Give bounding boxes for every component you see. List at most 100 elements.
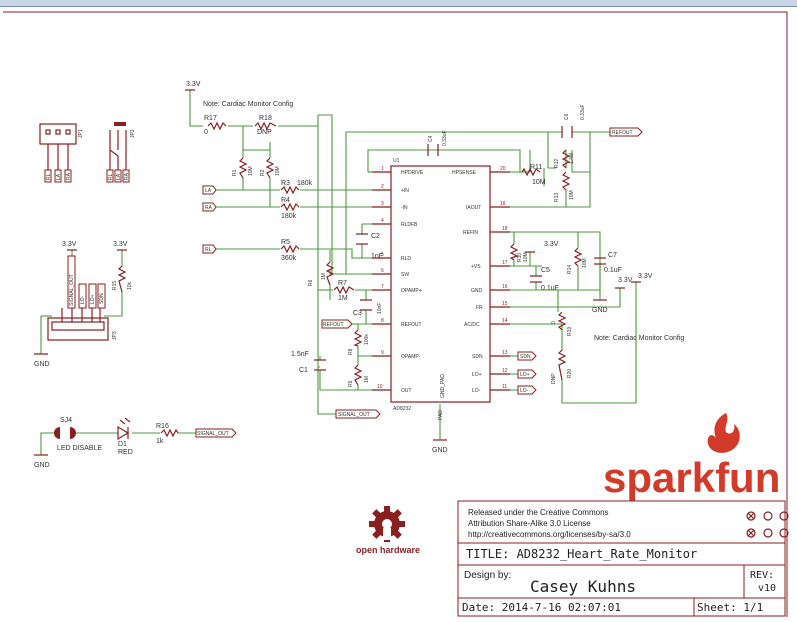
pin-left-4-name: SW (401, 272, 409, 278)
r19-ref: R19 (567, 327, 573, 336)
r11-val: 10M (532, 179, 546, 186)
r8-val: 100k (364, 334, 370, 345)
solder-jumper-right (70, 427, 76, 439)
gnd-label-right: GND (592, 307, 608, 314)
net-labels: LA RA RL REFOUT REFOUT SIGNAL_OUT SIGNAL… (195, 127, 643, 438)
vcc-label-top: 3.3V (186, 81, 201, 88)
jp2-ref: JP2 (130, 129, 136, 138)
pin-right-6-num: 12 (502, 368, 508, 374)
r1-val: 10M (248, 166, 254, 176)
r20-ref: R20 (567, 369, 573, 378)
rev-value: v10 (758, 583, 776, 594)
r10-ref: R10 (517, 253, 523, 262)
pin-right-0-num: 18 (502, 226, 508, 232)
pin-right-7-num: 11 (502, 384, 507, 390)
pin-left-4-num: 6 (381, 268, 384, 274)
note-cardiac-right: Note: Cardiac Monitor Config (594, 335, 684, 342)
ic-part: AD8232 (393, 406, 411, 412)
pin-right-1-num: 17 (502, 260, 508, 266)
pin-left-1-num: 3 (381, 201, 384, 207)
sj4-ref: SJ4 (60, 417, 72, 424)
c4-val: 0.33uF (442, 130, 448, 146)
license-line-1: Released under the Creative Commons (468, 508, 609, 517)
r17-ref: R17 (204, 115, 217, 122)
connector-jp2: JP2 RL LA RA (106, 122, 136, 183)
ic-ref: U1 (393, 158, 400, 164)
vcc-label-fr: 3.3V (618, 277, 633, 284)
pin-left-0-num: 2 (381, 184, 384, 190)
note-cardiac-top: Note: Cardiac Monitor Config (203, 101, 293, 108)
r9-val: 1M (364, 376, 370, 383)
pin-right-6-name: LO+ (472, 372, 482, 378)
c7-val: 0.1uF (604, 267, 622, 274)
r15-val: 10k (127, 281, 133, 290)
jp3-pin-0: SIGNAL_OUT (69, 274, 75, 306)
r12-val: 1.4M (569, 153, 575, 164)
gnd-label-jp3: GND (34, 361, 50, 368)
pin-left-7-num: 9 (381, 350, 384, 356)
jp2-pin-0: RL (108, 173, 114, 180)
vcc-label-jp3a: 3.3V (62, 241, 77, 248)
pin-left-6-num: 8 (381, 318, 384, 324)
net-la: LA (205, 188, 212, 194)
r16-val: 1k (156, 438, 164, 445)
pin-left-2-name: RLDFB (401, 222, 418, 228)
c2-ref: C2 (371, 233, 380, 240)
wires (40, 90, 637, 455)
r12-ref: R12 (554, 159, 560, 168)
r14-val: 10M (582, 258, 588, 268)
designer-name: Casey Kuhns (530, 577, 636, 596)
c5-val: 0.1uF (541, 285, 559, 292)
net-sdn: SDN (520, 354, 531, 360)
sheet-frame (3, 11, 788, 617)
pin-left-3-num: 5 (381, 252, 384, 258)
pin-left-1-name: -IN (401, 205, 408, 211)
jp3-pin-2: LO+ (90, 294, 96, 304)
flame-icon (707, 413, 740, 453)
jp3-ref: JP3 (112, 331, 118, 340)
r8-ref: R8 (348, 348, 354, 355)
jp1-ref: JP1 (78, 129, 84, 138)
supply-symbols: 3.3V 3.3V 3.3V 3.3V 3.3V 3.3V GND GND GN… (34, 81, 653, 469)
jp3-pin-3: SDN (99, 293, 105, 304)
design-by-label: Design by: (464, 570, 511, 581)
jp1-pin-2: RA (66, 172, 72, 180)
pin-right-4-num: 14 (502, 318, 508, 324)
led-disable-label: LED DISABLE (57, 445, 102, 452)
license-line-2: Attribution Share-Alike 3.0 License (468, 519, 591, 528)
c6-ref: C6 (564, 113, 570, 120)
pin-left-6-name: REFOUT (401, 322, 422, 328)
pin-1-num: 1 (381, 166, 384, 172)
window-top-strip (0, 0, 797, 6)
net-refout-top: REFOUT (612, 130, 633, 136)
pin-iaout: IAOUT (466, 205, 481, 211)
r20-val: DNP (551, 373, 557, 384)
r18-val: DNP (257, 129, 272, 136)
connector-jp1: JP1 RL LA RA (39, 123, 84, 183)
open-hardware-logo: open hardware (356, 506, 420, 555)
c7-ref: C7 (608, 252, 617, 259)
r6-val: 1M (321, 273, 327, 280)
r2-ref: R2 (260, 169, 266, 176)
pin-left-5-name: OPAMP+ (401, 288, 422, 294)
pin-right-0-name: REFIN (463, 230, 478, 236)
jp2-pin-2: RA (124, 172, 130, 180)
vcc-label-acdc: 3.3V (638, 273, 653, 280)
pin-right-3-name: FR (476, 305, 483, 311)
r13-ref: R13 (554, 193, 560, 202)
pin-right-2-name: GND (471, 288, 483, 294)
jp3-pin-1: LO- (80, 295, 86, 304)
r1-ref: R1 (232, 169, 238, 176)
c1-ref: C1 (299, 367, 308, 374)
r18-ref: R18 (259, 115, 272, 122)
net-lo-plus: LO+ (520, 372, 530, 378)
jp1-pin-1: LA (56, 173, 62, 180)
sheet-text: Sheet: 1/1 (697, 601, 763, 614)
pin-right-5-name: SDN (472, 354, 483, 360)
pin-right-4-name: AC/DC (464, 322, 480, 328)
pin-left-7-name: OPAMP- (401, 354, 421, 360)
jp2-pin-1: LA (116, 173, 122, 180)
c2-val: 1nF (371, 253, 383, 260)
r3-ref: R3 (281, 180, 290, 187)
